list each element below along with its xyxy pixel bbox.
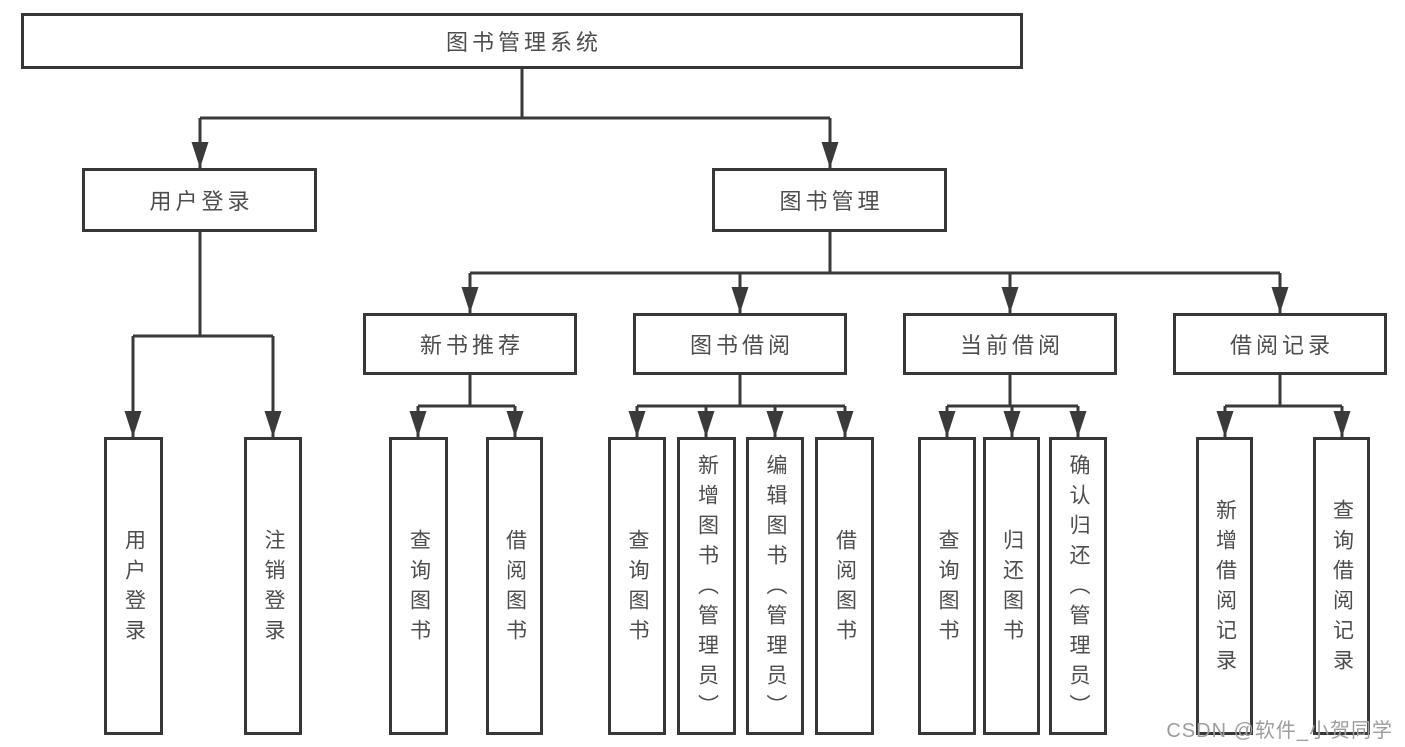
node-leaf-confirm-return: 确认归还（管理员） xyxy=(1049,437,1107,735)
node-branch-user-login: 用户登录 xyxy=(82,168,317,232)
node-leaf-query-book-2: 查询图书 xyxy=(608,437,666,735)
node-group-new-book-rec: 新书推荐 xyxy=(363,313,577,375)
arrowhead-down-icon xyxy=(766,411,784,437)
arrowhead-down-icon xyxy=(1216,411,1234,437)
node-leaf-add-book: 新增图书（管理员） xyxy=(677,437,736,735)
arrowhead-down-icon xyxy=(124,411,142,437)
arrowhead-down-icon xyxy=(409,411,427,437)
arrowhead-down-icon xyxy=(461,287,479,313)
node-leaf-user-login: 用户登录 xyxy=(104,437,163,735)
node-leaf-add-loan-rec: 新增借阅记录 xyxy=(1196,437,1253,735)
node-root: 图书管理系统 xyxy=(21,13,1023,69)
node-group-loan-record: 借阅记录 xyxy=(1173,313,1387,375)
node-leaf-query-loan-rec: 查询借阅记录 xyxy=(1313,437,1370,735)
node-leaf-borrow-book-2: 借阅图书 xyxy=(815,437,874,735)
node-leaf-query-book-1: 查询图书 xyxy=(389,437,448,735)
arrowhead-down-icon xyxy=(938,411,956,437)
arrowhead-down-icon xyxy=(821,142,839,168)
arrowhead-down-icon xyxy=(731,287,749,313)
arrowhead-down-icon xyxy=(1271,287,1289,313)
node-leaf-return-book: 归还图书 xyxy=(983,437,1040,735)
node-group-current-loan: 当前借阅 xyxy=(903,313,1117,375)
arrowhead-down-icon xyxy=(628,411,646,437)
arrowhead-down-icon xyxy=(191,142,209,168)
arrowhead-down-icon xyxy=(1001,287,1019,313)
watermark: CSDN @软件_小贺同学 xyxy=(1166,720,1393,742)
arrowhead-down-icon xyxy=(264,411,282,437)
node-leaf-query-book-3: 查询图书 xyxy=(918,437,976,735)
node-leaf-borrow-book-1: 借阅图书 xyxy=(486,437,543,735)
node-leaf-logout: 注销登录 xyxy=(244,437,302,735)
arrowhead-down-icon xyxy=(506,411,524,437)
arrowhead-down-icon xyxy=(697,411,715,437)
arrowhead-down-icon xyxy=(1069,411,1087,437)
arrowhead-down-icon xyxy=(836,411,854,437)
node-group-book-borrow: 图书借阅 xyxy=(633,313,847,375)
arrowhead-down-icon xyxy=(1333,411,1351,437)
node-leaf-edit-book: 编辑图书（管理员） xyxy=(746,437,804,735)
node-branch-book-mgmt: 图书管理 xyxy=(712,168,947,232)
arrowhead-down-icon xyxy=(1003,411,1021,437)
